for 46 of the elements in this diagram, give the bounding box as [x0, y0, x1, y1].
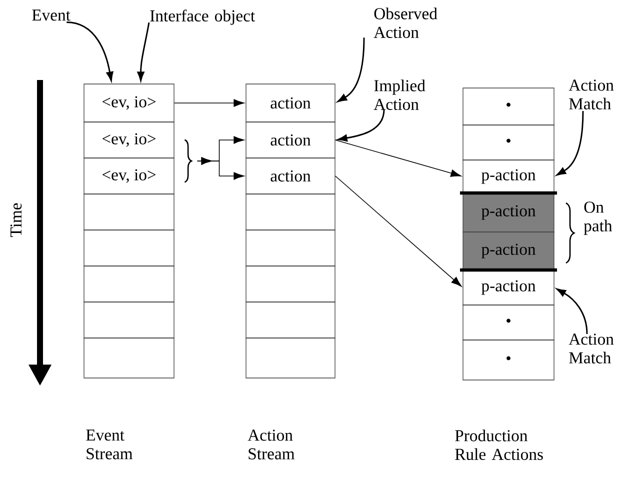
leader-line	[66, 22, 114, 82]
event-cell: <ev, io>	[84, 158, 174, 194]
action-cell: action	[246, 84, 336, 122]
event-cell	[84, 230, 174, 266]
arrow	[196, 157, 244, 180]
action-cell	[246, 338, 336, 378]
rule-cell: p-action	[462, 232, 554, 270]
leader-line	[338, 110, 385, 142]
rule-cell: •	[462, 340, 554, 380]
event-cell	[84, 338, 174, 378]
action-cell	[246, 302, 336, 338]
rule-cell: •	[462, 304, 554, 340]
action-cell	[246, 230, 336, 266]
action-cell	[246, 194, 336, 230]
callout-label: Implied Action	[374, 80, 426, 110]
arrow	[334, 176, 462, 287]
callout-label: Interface object	[150, 10, 255, 25]
action-cell	[246, 266, 336, 302]
brace-symbol	[184, 139, 192, 183]
arrow	[334, 140, 462, 177]
action-cell: action	[246, 158, 336, 194]
rule-cell: p-action	[462, 192, 554, 232]
column-caption: Event Stream	[86, 430, 133, 460]
callout-label: On path	[584, 202, 612, 235]
rule-cell: p-action	[462, 270, 554, 306]
leader-line	[556, 288, 588, 334]
rule-cell: •	[462, 88, 554, 126]
rule-cell: •	[462, 124, 554, 160]
event-cell	[84, 194, 174, 230]
column-caption: Production Rule Actions	[455, 430, 543, 460]
callout-label: Action Match	[568, 80, 614, 110]
event-cell	[84, 266, 174, 302]
callout-label: Action Match	[568, 334, 614, 364]
leader-line	[338, 38, 365, 102]
time-label: Time	[10, 203, 22, 237]
column-caption: Action Stream	[248, 430, 295, 460]
rule-cell: p-action	[462, 160, 554, 194]
callout-label: Observed Action	[374, 8, 438, 38]
leader-line	[137, 22, 150, 82]
leader-line	[556, 111, 584, 176]
event-cell: <ev, io>	[84, 84, 174, 122]
event-cell: <ev, io>	[84, 122, 174, 158]
arrow	[174, 99, 244, 107]
callout-label: Event	[32, 10, 70, 21]
event-cell	[84, 302, 174, 338]
action-cell: action	[246, 122, 336, 158]
